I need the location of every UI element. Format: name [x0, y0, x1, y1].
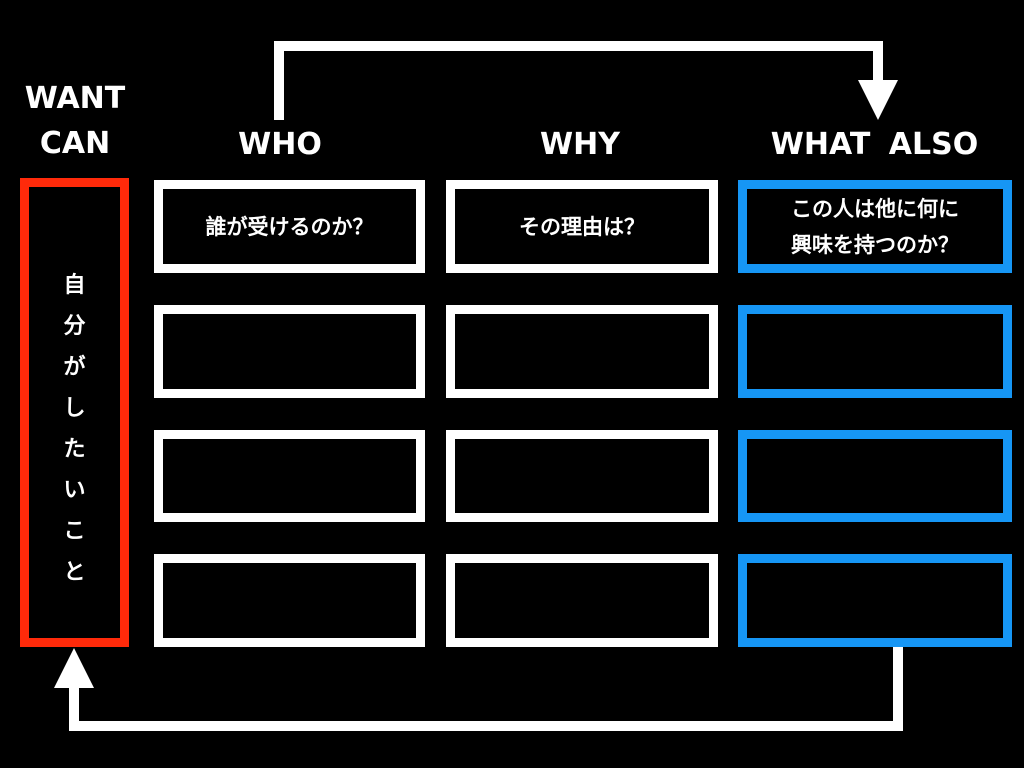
why-box-2: [446, 305, 718, 398]
top-flow-arrow-line: [274, 41, 883, 120]
want-can-box: 自分がしたいこと: [20, 178, 129, 647]
what-also-box-1-text: この人は他に何に 興味を持つのか？: [785, 191, 965, 263]
what-also-box-1: この人は他に何に 興味を持つのか？: [738, 180, 1012, 273]
bottom-flow-arrowhead: [54, 648, 94, 688]
bottom-flow-arrow-line: [69, 645, 903, 731]
what-also-box-2: [738, 305, 1012, 398]
header-want: WANT: [24, 81, 126, 116]
what-also-box-4: [738, 554, 1012, 647]
who-box-2: [154, 305, 425, 398]
why-box-1-text: その理由は？: [519, 214, 645, 239]
want-box-text: 自分がしたいこと: [63, 273, 86, 585]
who-box-1: 誰が受けるのか？: [154, 180, 425, 273]
what-also-box-1-line-1: この人は他に何に: [791, 196, 959, 221]
why-box-4: [446, 554, 718, 647]
header-what-also: WHAT ALSO: [770, 127, 979, 162]
who-box-1-text: 誰が受けるのか？: [205, 214, 374, 239]
who-box-3: [154, 430, 425, 522]
header-can: CAN: [39, 126, 111, 161]
header-who: WHO: [238, 127, 322, 162]
who-box-4: [154, 554, 425, 647]
what-also-box-3: [738, 430, 1012, 522]
top-flow-arrowhead: [858, 80, 898, 120]
why-box-3: [446, 430, 718, 522]
header-why: WHY: [540, 127, 620, 162]
why-box-1: その理由は？: [446, 180, 718, 273]
what-also-box-1-line-2: 興味を持つのか？: [791, 232, 959, 257]
